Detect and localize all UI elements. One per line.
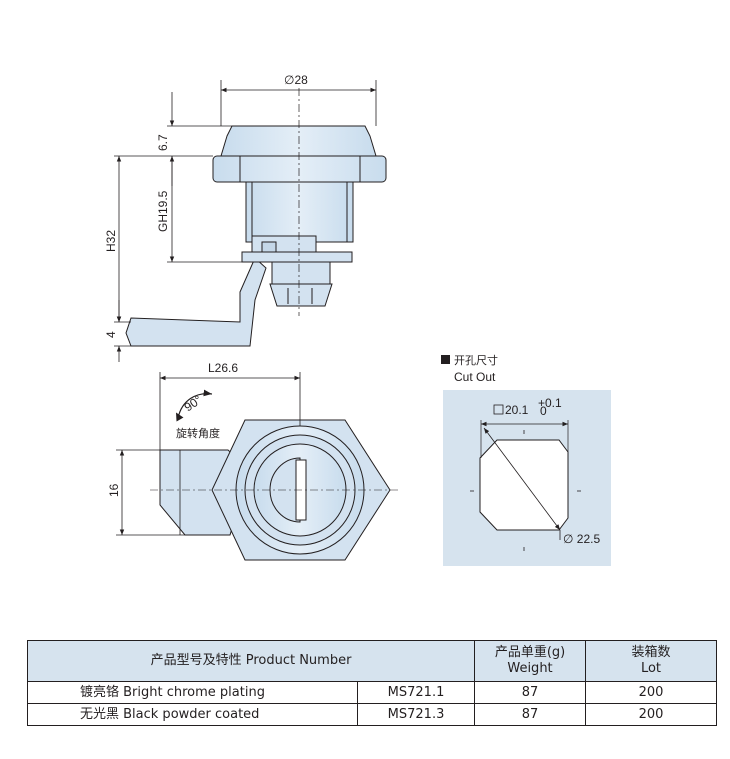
row-weight: 87 xyxy=(474,681,587,704)
table-row: 镀亮铬 Bright chrome plating MS721.1 87 200 xyxy=(27,681,718,704)
side-dimensions xyxy=(114,80,377,362)
cutout-tol-minus: 0 xyxy=(540,404,547,418)
row-lot: 200 xyxy=(585,681,718,704)
front-dimensions xyxy=(116,372,301,536)
dim-cam-thickness: 4 xyxy=(104,331,118,338)
header-weight-cn: 产品单重(g) xyxy=(494,645,566,660)
cutout-tol-plus: +0.1 xyxy=(538,396,562,410)
side-cam-arm xyxy=(125,257,267,347)
dim-thread: GH19.5 xyxy=(156,190,170,232)
square-symbol-icon xyxy=(493,404,504,415)
side-head-cap xyxy=(220,125,377,157)
row-weight: 87 xyxy=(474,703,587,726)
cutout-panel xyxy=(443,390,611,566)
rotation-angle: 90° xyxy=(182,392,205,414)
row-lot: 200 xyxy=(585,703,718,726)
dim-diameter: ∅28 xyxy=(284,73,308,87)
front-view xyxy=(150,419,400,561)
header-product: 产品型号及特性 Product Number xyxy=(26,640,476,682)
table-header-row: 产品型号及特性 Product Number 产品单重(g) Weight 装箱… xyxy=(26,640,718,682)
header-weight: 产品单重(g) Weight xyxy=(474,640,587,682)
cutout-square: 20.1 xyxy=(505,403,529,417)
dim-height: H32 xyxy=(104,230,118,252)
rotation-icon xyxy=(176,389,213,422)
cutout-title-cn: 开孔尺寸 xyxy=(454,353,498,367)
side-body xyxy=(245,181,354,243)
side-washer xyxy=(241,251,353,263)
row-desc: 无光黑 Black powder coated xyxy=(27,703,358,726)
table-row: 无光黑 Black powder coated MS721.3 87 200 xyxy=(27,703,718,726)
cutout-hole xyxy=(479,439,569,531)
header-lot-en: Lot xyxy=(640,661,662,676)
dim-length: L26.6 xyxy=(208,361,238,375)
header-weight-en: Weight xyxy=(507,661,553,676)
row-model: MS721.3 xyxy=(356,703,476,726)
cutout-diameter: ∅ 22.5 xyxy=(563,532,600,546)
cutout-title-square-icon xyxy=(441,355,450,364)
side-screw xyxy=(271,261,331,285)
header-lot-cn: 装箱数 xyxy=(631,645,671,660)
row-model: MS721.1 xyxy=(356,681,476,704)
cutout-title-en: Cut Out xyxy=(454,370,496,384)
rotation-label: 旋转角度 xyxy=(176,426,220,440)
side-view xyxy=(125,88,387,347)
dim-head-height: 6.7 xyxy=(156,134,170,151)
row-desc: 镀亮铬 Bright chrome plating xyxy=(27,681,358,704)
header-lot: 装箱数 Lot xyxy=(585,640,718,682)
product-table: 产品型号及特性 Product Number 产品单重(g) Weight 装箱… xyxy=(26,640,718,726)
dim-width: 16 xyxy=(107,483,121,497)
